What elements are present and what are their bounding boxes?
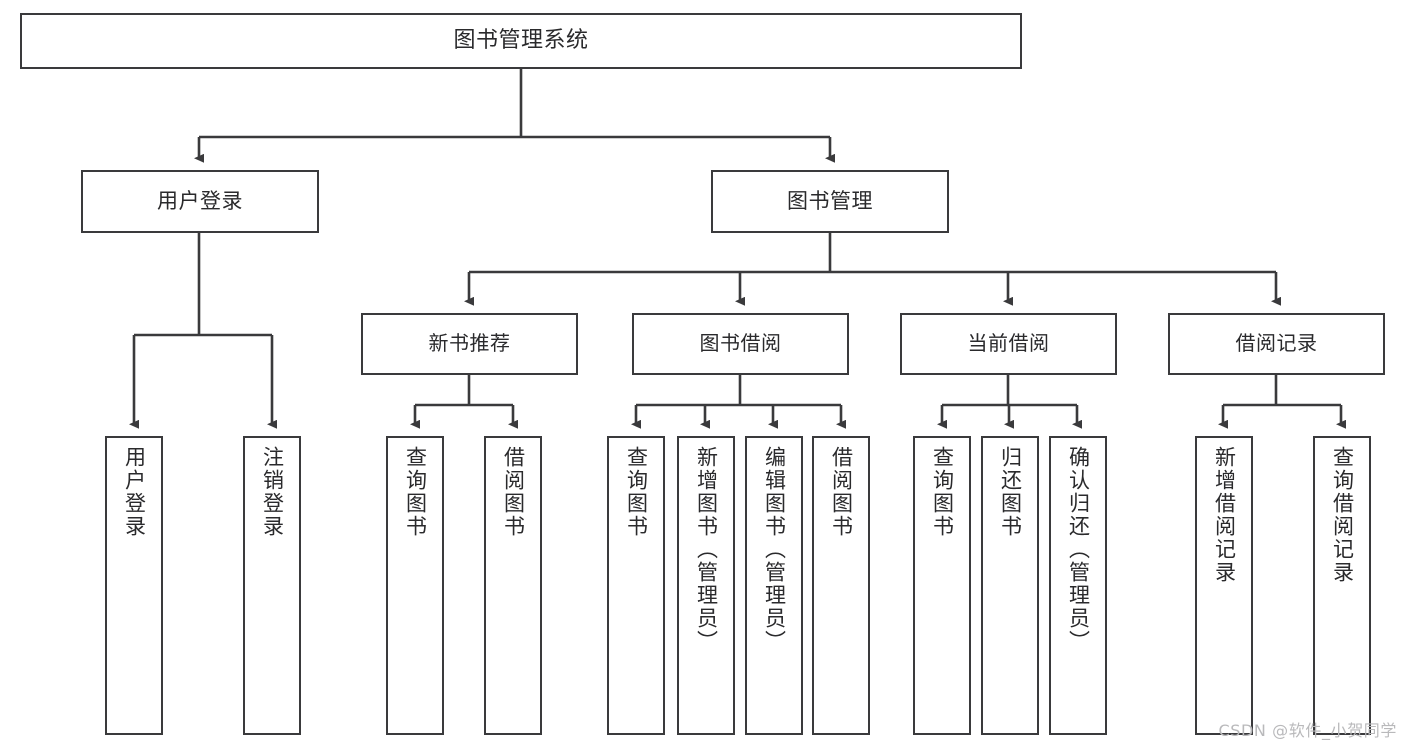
node-book-management[interactable]: 图书管理: [711, 170, 949, 233]
node-new-book-recommendation[interactable]: 新书推荐: [361, 313, 578, 375]
node-label: 用户登录: [122, 446, 147, 538]
node-label: 查询图书: [930, 446, 955, 538]
node-label: 借阅图书: [501, 446, 526, 538]
node-borrowing-record[interactable]: 借阅记录: [1168, 313, 1385, 375]
leaf-user-login-logout[interactable]: 注销登录: [243, 436, 301, 735]
node-user-login[interactable]: 用户登录: [81, 170, 319, 233]
leaf-book-borrow-edit-admin[interactable]: 编辑图书（管理员）: [745, 436, 803, 735]
node-book-borrowing[interactable]: 图书借阅: [632, 313, 849, 375]
node-label: 归还图书: [998, 446, 1023, 538]
watermark-text: CSDN @软件_小贺同学: [1218, 721, 1397, 740]
leaf-new-book-borrow[interactable]: 借阅图书: [484, 436, 542, 735]
leaf-current-borrow-query[interactable]: 查询图书: [913, 436, 971, 735]
node-label: 新书推荐: [428, 331, 511, 356]
node-label: 查询图书: [624, 446, 649, 538]
leaf-new-book-query[interactable]: 查询图书: [386, 436, 444, 735]
node-label: 图书管理: [787, 189, 873, 214]
node-label: 新增借阅记录: [1212, 446, 1237, 584]
leaf-user-login-login[interactable]: 用户登录: [105, 436, 163, 735]
leaf-borrow-record-add[interactable]: 新增借阅记录: [1195, 436, 1253, 735]
node-label: 编辑图书（管理员）: [762, 446, 787, 653]
node-root-book-management-system[interactable]: 图书管理系统: [20, 13, 1022, 69]
leaf-book-borrow-add-admin[interactable]: 新增图书（管理员）: [677, 436, 735, 735]
leaf-current-borrow-return[interactable]: 归还图书: [981, 436, 1039, 735]
leaf-book-borrow-borrow[interactable]: 借阅图书: [812, 436, 870, 735]
node-label: 借阅图书: [829, 446, 854, 538]
node-label: 图书管理系统: [453, 28, 589, 54]
leaf-book-borrow-query[interactable]: 查询图书: [607, 436, 665, 735]
node-label: 借阅记录: [1235, 331, 1318, 356]
node-current-borrowing[interactable]: 当前借阅: [900, 313, 1117, 375]
node-label: 用户登录: [157, 189, 243, 214]
node-label: 查询图书: [403, 446, 428, 538]
node-label: 图书借阅: [699, 331, 782, 356]
node-label: 当前借阅: [967, 331, 1050, 356]
node-label: 确认归还（管理员）: [1066, 446, 1091, 653]
node-label: 查询借阅记录: [1330, 446, 1355, 584]
node-label: 新增图书（管理员）: [694, 446, 719, 653]
node-label: 注销登录: [260, 446, 285, 538]
leaf-current-borrow-confirm-return-admin[interactable]: 确认归还（管理员）: [1049, 436, 1107, 735]
leaf-borrow-record-query[interactable]: 查询借阅记录: [1313, 436, 1371, 735]
